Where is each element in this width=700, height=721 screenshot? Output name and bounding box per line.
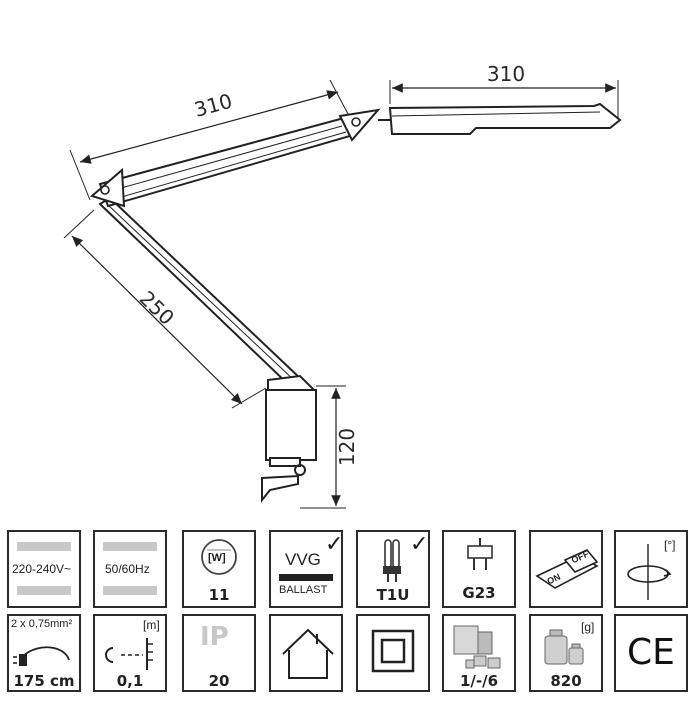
power-value: 11: [208, 586, 230, 604]
ballast-tile: VVG ✓ BALLAST: [269, 530, 343, 608]
ce-mark-tile: CE: [614, 614, 688, 692]
weight-unit-label: [g]: [581, 620, 595, 634]
distance-tile: [m] 0,1: [93, 614, 167, 692]
rotation-tile: [°]: [614, 530, 688, 608]
ip-rating-tile: IP 20: [182, 614, 256, 692]
dimension-lower-arm: 250: [63, 209, 267, 409]
lamp-technical-drawing: 310 310 250 120: [63, 62, 622, 509]
cable-length-label: 175 cm: [13, 672, 75, 690]
cable-tile: 2 x 0,75mm² 175 cm: [7, 614, 81, 692]
packing-value-label: 1/-/6: [459, 672, 499, 690]
head-joint: [338, 108, 392, 142]
dimension-shade: 310: [389, 62, 619, 118]
ballast-bottom-label: BALLAST: [279, 584, 328, 596]
ip-prefix-label: IP: [200, 622, 229, 652]
elbow-joint: [89, 167, 126, 208]
house-icon: [282, 628, 334, 679]
grey-bar-icon: [17, 586, 71, 595]
clamp-base: [261, 374, 317, 503]
power-unit-label: [W]: [208, 552, 226, 564]
rotation-icon: [627, 544, 672, 600]
frequency-tile: 50/60Hz: [93, 530, 167, 608]
boxes-icon: [453, 625, 501, 669]
weight-tile: [g] 820: [529, 614, 603, 692]
double-insulation-icon: [371, 629, 415, 673]
grey-bar-icon: [103, 586, 157, 595]
upper-arm: [98, 116, 352, 208]
distance-unit-label: [m]: [143, 618, 160, 632]
socket-label: G23: [462, 584, 496, 602]
distance-icon: [105, 638, 153, 670]
cable-spec-label: 2 x 0,75mm²: [11, 618, 73, 630]
grey-bar-icon: [103, 542, 157, 551]
grey-bar-icon: [17, 542, 71, 551]
weights-icon: [544, 629, 584, 665]
shade-dimension-label: 310: [487, 62, 525, 86]
lower-arm: [98, 196, 304, 388]
ce-mark-label: CE: [627, 632, 675, 673]
ballast-bar-icon: [279, 574, 333, 581]
lower-arm-dimension-label: 250: [135, 286, 179, 330]
ballast-top-label: VVG: [285, 550, 321, 569]
weight-value-label: 820: [550, 672, 582, 690]
g23-socket-icon: [467, 538, 493, 570]
upper-arm-dimension-label: 310: [192, 89, 235, 122]
frequency-label: 50/60Hz: [105, 562, 150, 576]
dimension-clamp: 120: [300, 385, 359, 509]
switch-tile: OFF ON: [529, 530, 603, 608]
checkmark-icon: ✓: [325, 532, 343, 557]
ip-value-label: 20: [208, 672, 230, 690]
tube-type-tile: ✓ T1U: [356, 530, 430, 608]
power-tile: [W] 11: [182, 530, 256, 608]
socket-tile: G23: [442, 530, 516, 608]
power-meter-icon: [201, 539, 237, 575]
protection-class-tile: [356, 614, 430, 692]
checkmark-icon: ✓: [410, 532, 429, 557]
packing-tile: 1/-/6: [442, 614, 516, 692]
plug-cable-icon: [13, 646, 70, 666]
indoor-use-tile: [269, 614, 343, 692]
tube-lamp-icon: [383, 539, 401, 582]
distance-value-label: 0,1: [116, 672, 144, 690]
tube-type-label: T1U: [376, 586, 410, 604]
clamp-dimension-label: 120: [335, 428, 359, 466]
switch-icon: [535, 549, 599, 589]
voltage-tile: 220-240V~: [7, 530, 81, 608]
voltage-label: 220-240V~: [12, 562, 72, 576]
rotation-unit-label: [°]: [664, 538, 676, 552]
lamp-shade: [388, 102, 622, 135]
